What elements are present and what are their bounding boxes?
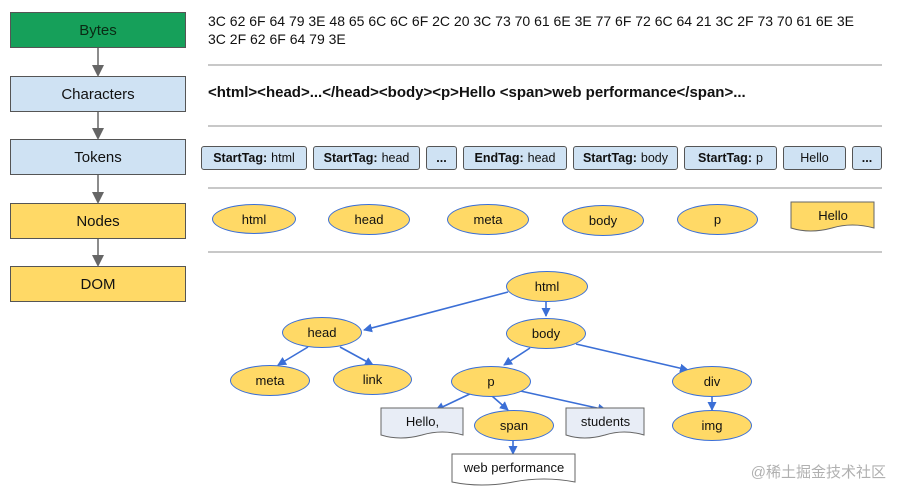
separator-4 [208,251,882,253]
token-starttag-html: StartTag:html [201,146,307,170]
stage-characters-label: Characters [61,85,135,103]
dom-students-text: students [580,414,631,429]
dom-link: link [333,364,412,395]
node-body: body [562,205,644,236]
token-starttag-p: StartTag:p [684,146,777,170]
stage-bytes-label: Bytes [79,21,117,39]
token-starttag-body: StartTag:body [573,146,678,170]
stage-dom: DOM [10,266,186,302]
node-meta: meta [447,204,529,235]
separator-1 [208,64,882,66]
dom-students-text-shape [565,407,645,439]
token-endtag-head: EndTag:head [463,146,567,170]
node-p: p [677,204,758,235]
node-hello-text-shape [790,201,875,232]
dom-meta: meta [230,365,310,396]
token-starttag-head: StartTag:head [313,146,420,170]
dom-body: body [506,318,586,349]
stage-tokens-label: Tokens [74,148,122,166]
token-ellipsis-1: ... [426,146,457,170]
dom-tree-edges [277,291,717,455]
stage-tokens: Tokens [10,139,186,175]
bytes-sequence: 3C 62 6F 64 79 3E 48 65 6C 6C 6F 2C 20 3… [208,13,854,47]
dom-head: head [282,317,362,348]
dom-hello-text-shape [380,407,464,439]
token-ellipsis-2: ... [852,146,882,170]
dom-div: div [672,366,752,397]
stage-bytes: Bytes [10,12,186,48]
stage-characters: Characters [10,76,186,112]
node-head: head [328,204,410,235]
node-html: html [212,204,296,234]
stage-dom-label: DOM [80,275,116,293]
stage-nodes-label: Nodes [76,212,120,230]
dom-webperf-text-shape [451,453,576,486]
dom-hello-text: Hello, [405,414,440,429]
dom-p: p [451,366,531,397]
dom-html: html [506,271,588,302]
separator-3 [208,187,882,189]
dom-webperf-text: web performance [463,460,565,475]
node-hello-text: Hello [818,207,848,223]
stage-nodes: Nodes [10,203,186,239]
token-hello: Hello [783,146,846,170]
dom-img: img [672,410,752,441]
watermark: @稀土掘金技术社区 [750,464,886,481]
dom-span: span [474,410,554,441]
separator-2 [208,125,882,127]
characters-sequence: <html><head>...</head><body><p>Hello <sp… [208,84,746,101]
